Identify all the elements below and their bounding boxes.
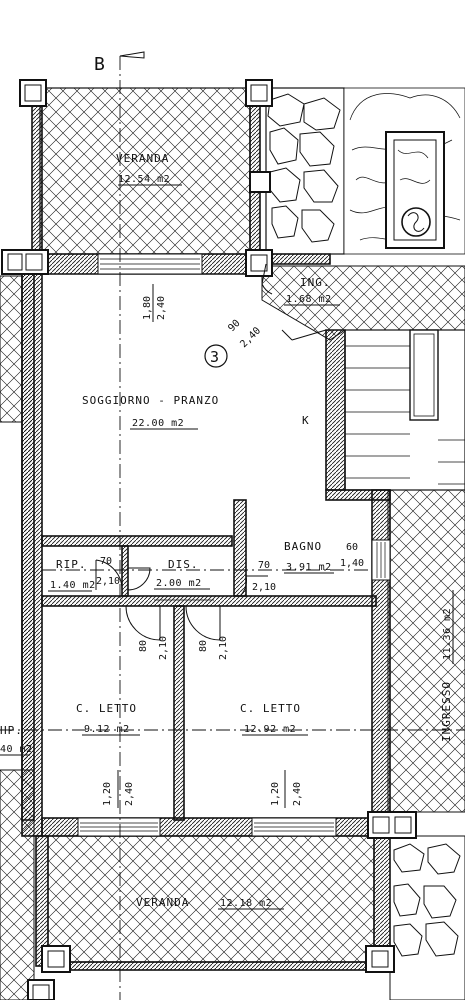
stone-paving-bottom (389, 835, 465, 1000)
terrace-hatch-bottom (47, 835, 375, 963)
rip-door-h: 2,10 (96, 576, 120, 587)
bagno-window-w: 60 (346, 542, 358, 553)
bagno-door-h: 2,10 (252, 582, 276, 593)
ing-area: 1.68 m2 (286, 294, 332, 305)
garden-area (343, 87, 465, 255)
letto1-window-h1: 1,20 (102, 782, 113, 806)
letto1-window-h2: 2,40 (124, 782, 135, 806)
neighbor-left-area: 40 m2 (0, 744, 33, 755)
section-mark: B (94, 54, 106, 75)
kitchen-mark: K (302, 414, 310, 427)
letto1-name: C. LETTO (76, 702, 137, 715)
terrace-hatch-top (39, 87, 251, 255)
veranda-bottom-name: VERANDA (136, 896, 189, 909)
rip-area: 1.40 m2 (50, 580, 96, 591)
veranda-bottom-area: 12.18 m2 (220, 898, 272, 909)
letto2-door-w: 80 (198, 640, 209, 652)
ing-door-h: 2,40 (238, 325, 263, 350)
letto1-area: 9.12 m2 (84, 724, 130, 735)
veranda-top-window-h1: 1,80 (142, 296, 153, 320)
letto2-area: 12.92 m2 (244, 724, 296, 735)
rip-name: RIP. (56, 558, 87, 571)
veranda-top-area: 12.54 m2 (118, 174, 170, 185)
letto2-window-h2: 2,40 (292, 782, 303, 806)
ing-door-w: 90 (226, 318, 242, 334)
dis-area: 2.00 m2 (156, 578, 202, 589)
letto1-door-h: 2,10 (158, 636, 169, 660)
neighbor-left-name: HP. (0, 724, 23, 737)
bagno-door-w: 70 (258, 560, 270, 571)
rip-door-w: 70 (100, 556, 112, 567)
dis-name: DIS. (168, 558, 199, 571)
veranda-top-window-h2: 2,40 (156, 296, 167, 320)
ing-name: ING. (300, 276, 331, 289)
axis-lines (0, 51, 465, 1000)
stone-paving-top (265, 87, 345, 255)
ingresso-common-name: INGRESSO (440, 681, 453, 742)
veranda-top-name: VERANDA (116, 152, 169, 165)
bagno-area: 3.91 m2 (286, 562, 332, 573)
bagno-name: BAGNO (284, 540, 322, 553)
bagno-window-h: 1,40 (340, 558, 364, 569)
pillars (1, 79, 417, 1000)
letto2-door-h: 2,10 (218, 636, 229, 660)
ingresso-common-area: 11.36 m2 (442, 608, 453, 660)
letto2-window-h1: 1,20 (270, 782, 281, 806)
doors (95, 263, 327, 641)
windows (77, 253, 391, 837)
soggiorno-name: SOGGIORNO - PRANZO (82, 394, 219, 407)
soggiorno-area: 22.00 m2 (132, 418, 184, 429)
unit-number: 3 (210, 348, 219, 366)
letto1-door-w: 80 (138, 640, 149, 652)
letto2-name: C. LETTO (240, 702, 301, 715)
hatch-left-strip (0, 275, 35, 1000)
hatch-landing (261, 265, 465, 813)
staircase (344, 329, 465, 491)
